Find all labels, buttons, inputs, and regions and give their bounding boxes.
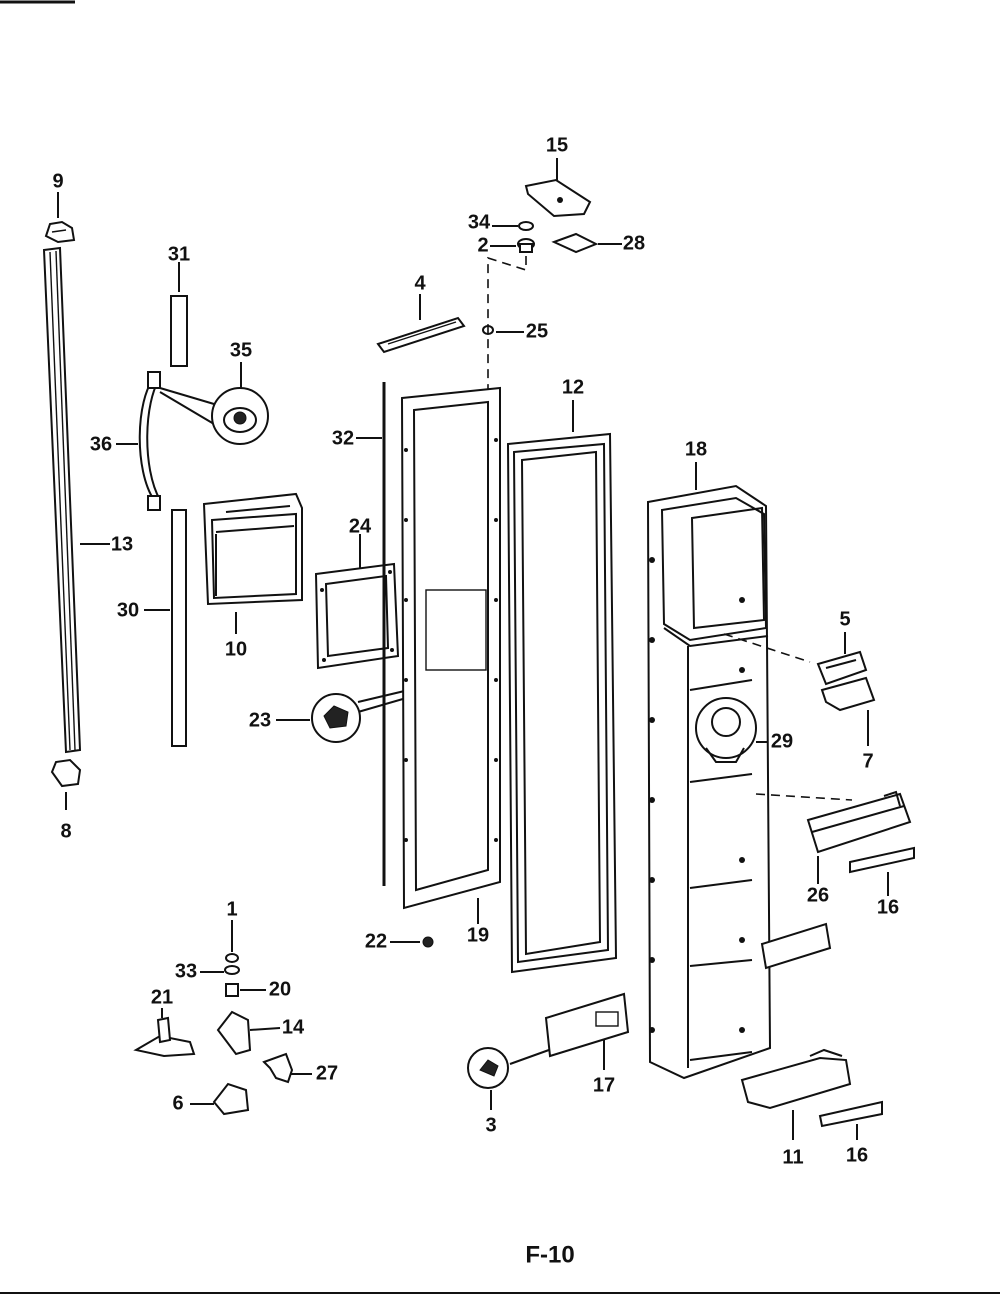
callout-1: 1 — [226, 898, 237, 920]
callout-10: 10 — [225, 638, 247, 660]
part-9-end-cap — [44, 220, 76, 244]
part-14-bracket — [216, 1010, 252, 1056]
part-28-plate — [551, 232, 599, 254]
part-2-bushing — [517, 238, 535, 253]
callout-27: 27 — [316, 1062, 338, 1084]
callout-13: 13 — [111, 533, 133, 555]
part-36-handle — [138, 371, 161, 511]
callout-30: 30 — [117, 599, 139, 621]
part-30-long-strip — [171, 509, 187, 747]
callout-9: 9 — [52, 170, 63, 192]
part-11-lower-bin — [740, 1048, 852, 1110]
callout-17: 17 — [593, 1074, 615, 1096]
part-22-fastener — [422, 936, 434, 948]
part-19-door-panel — [400, 386, 501, 910]
part-4-top-trim — [376, 316, 466, 354]
callout-36: 36 — [90, 433, 112, 455]
callout-15: 15 — [546, 134, 568, 156]
callout-7: 7 — [862, 750, 873, 772]
part-29-actuator — [695, 697, 757, 763]
leader-lines — [57, 158, 889, 1140]
callout-18: 18 — [685, 438, 707, 460]
part-16a-bin-label — [849, 846, 915, 874]
callout-34: 34 — [468, 211, 491, 233]
part-27-clip — [262, 1052, 294, 1084]
part-33-washer — [224, 965, 240, 975]
callout-20: 20 — [269, 978, 291, 1000]
callout-6: 6 — [172, 1092, 183, 1114]
callout-28: 28 — [623, 232, 645, 254]
liner-trim-piece — [760, 922, 832, 970]
part-23-detail — [311, 683, 435, 743]
callout-19: 19 — [467, 924, 489, 946]
callout-8: 8 — [60, 820, 71, 842]
callout-16-lower: 16 — [846, 1144, 868, 1166]
callout-24: 24 — [349, 515, 372, 537]
callout-14: 14 — [282, 1016, 305, 1038]
part-21-hinge-plate — [133, 1016, 196, 1058]
callout-25: 25 — [526, 320, 548, 342]
callout-11: 11 — [782, 1146, 803, 1168]
callout-labels: 9 13 8 31 35 36 30 10 24 23 4 32 15 34 2… — [52, 134, 899, 1168]
callout-16-upper: 16 — [877, 896, 899, 918]
part-18-door-liner — [646, 484, 772, 1080]
callout-35: 35 — [230, 339, 252, 361]
callout-3: 3 — [485, 1114, 496, 1136]
part-10-housing — [202, 492, 303, 606]
part-1-screw — [225, 953, 239, 963]
part-17-lower-trim — [544, 992, 630, 1058]
callout-22: 22 — [365, 930, 387, 952]
callout-29: 29 — [771, 730, 793, 752]
callout-33: 33 — [175, 960, 197, 982]
callout-21: 21 — [151, 986, 173, 1008]
part-26-shelf-bin — [806, 790, 912, 854]
part-13-handle-trim — [42, 246, 82, 754]
callout-31: 31 — [168, 243, 190, 265]
part-6-cam — [212, 1082, 250, 1116]
callout-2: 2 — [477, 234, 488, 256]
hinge-axis-line — [487, 256, 527, 390]
part-7-tray-holder — [820, 676, 876, 712]
part-3-detail — [467, 1045, 561, 1089]
callout-23: 23 — [249, 709, 271, 731]
tray-assembly-line — [723, 633, 811, 663]
part-35-detail — [159, 387, 269, 445]
callout-12: 12 — [562, 376, 584, 398]
part-15-hinge — [524, 178, 592, 218]
bin-assembly-line — [755, 793, 853, 801]
part-20-bushing — [225, 983, 239, 997]
part-12-door-gasket — [506, 432, 618, 974]
part-8-end-cap — [50, 758, 82, 788]
part-5-tray — [816, 650, 868, 686]
callout-26: 26 — [807, 884, 829, 906]
page-label: F-10 — [525, 1241, 574, 1268]
part-16b-bin-label — [818, 1100, 883, 1128]
callout-32: 32 — [332, 427, 354, 449]
part-24-gasket — [314, 562, 400, 670]
callout-4: 4 — [414, 272, 426, 294]
callout-5: 5 — [839, 608, 850, 630]
part-31-strip — [170, 295, 188, 367]
part-34-washer — [518, 221, 534, 231]
